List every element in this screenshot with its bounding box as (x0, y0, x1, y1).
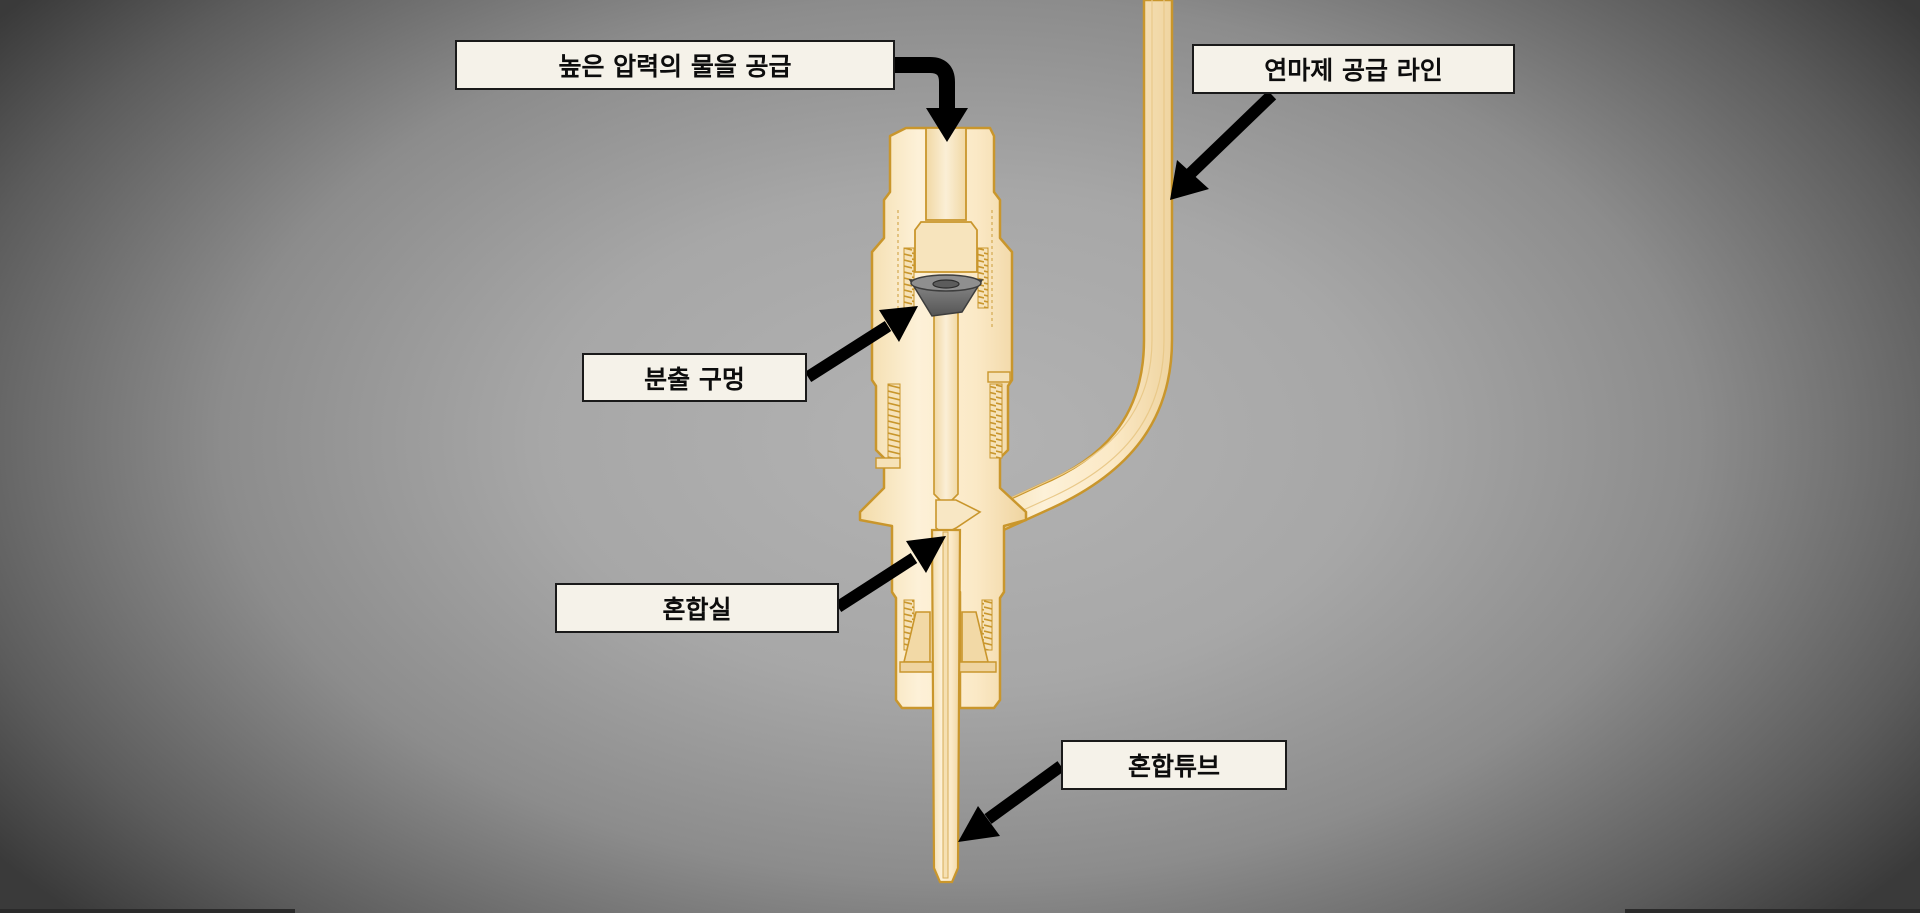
bottom-right-bar (1625, 909, 1920, 913)
orifice-label: 분출 구멍 (582, 353, 807, 402)
mixing-chamber-arrow (834, 552, 918, 613)
orifice-jewel (908, 274, 984, 317)
arrows (804, 57, 1277, 842)
water-supply-arrow (895, 57, 955, 112)
mixing-tube (930, 528, 962, 884)
abrasive-line-label: 연마제 공급 라인 (1192, 44, 1515, 94)
mixing-chamber-label: 혼합실 (555, 583, 839, 633)
water-supply-label: 높은 압력의 물을 공급 (455, 40, 895, 90)
mixing-tube-arrow (984, 761, 1065, 824)
orifice-arrow (804, 320, 892, 383)
abrasive-line-arrow (1185, 90, 1277, 179)
mixing-tube-label: 혼합튜브 (1061, 740, 1287, 790)
bottom-left-bar (0, 909, 295, 913)
